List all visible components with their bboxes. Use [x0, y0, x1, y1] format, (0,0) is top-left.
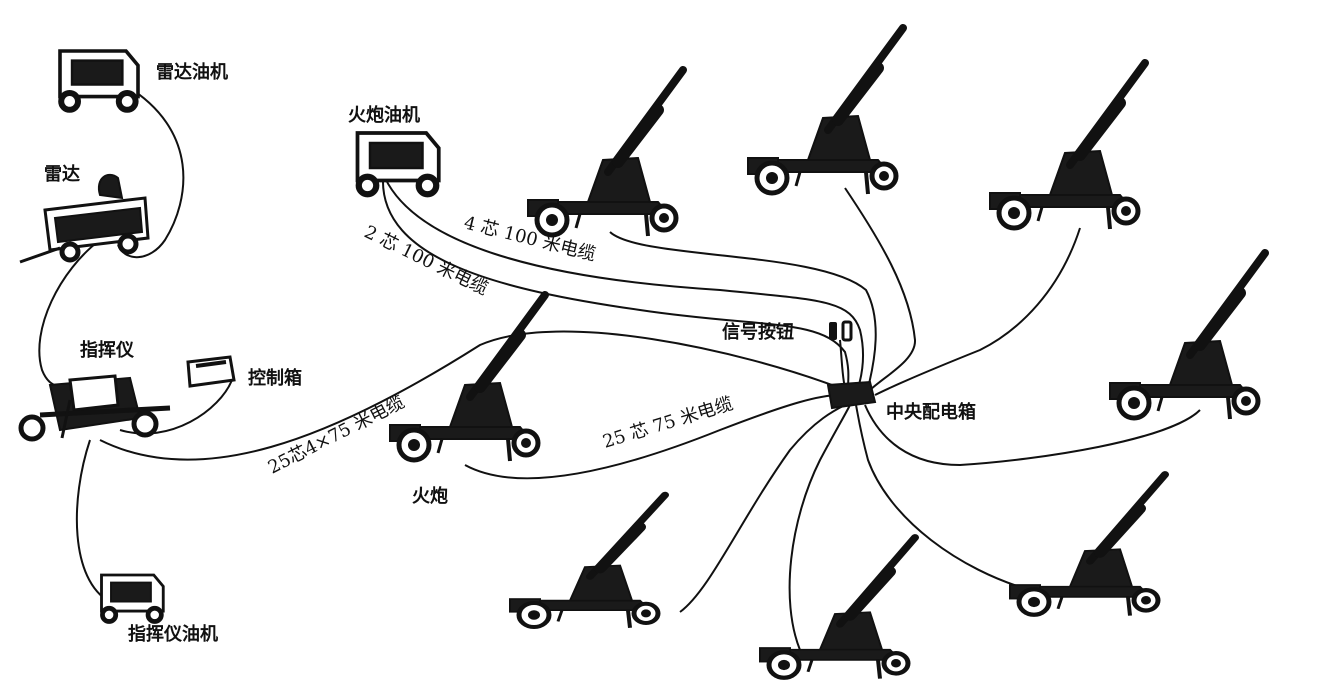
radar-generator — [60, 51, 138, 110]
signal-button — [829, 322, 851, 340]
label-director: 指挥仪 — [80, 339, 135, 361]
label-cable-twentyfive: 25 芯 75 米电缆 — [600, 393, 735, 453]
gun-right — [1110, 253, 1265, 419]
cable-gun-topmid — [845, 188, 915, 390]
gun-top-left — [528, 70, 683, 236]
label-director-generator: 指挥仪油机 — [128, 623, 218, 645]
cable-signal-button — [840, 340, 845, 388]
label-gun-generator: 火炮油机 — [348, 104, 420, 126]
fire-director — [21, 376, 170, 439]
gun-bottom-left — [510, 495, 665, 628]
radar-unit — [20, 175, 148, 262]
label-radar: 雷达 — [44, 163, 80, 185]
label-gun: 火炮 — [412, 485, 448, 507]
central-distribution-box — [828, 382, 875, 408]
label-cable-twentyfive-four: 25芯4×75 米电缆 — [265, 392, 408, 479]
gun-top-mid — [748, 28, 903, 194]
gun-bottom-right — [1010, 475, 1165, 616]
gun-top-right — [990, 63, 1145, 229]
gun-center — [390, 295, 545, 461]
label-control-box: 控制箱 — [248, 367, 302, 389]
label-radar-generator: 雷达油机 — [156, 61, 228, 83]
label-central-box: 中央配电箱 — [886, 401, 976, 423]
cable-radar-to-director — [39, 240, 100, 390]
control-box — [188, 357, 234, 386]
director-generator — [102, 575, 164, 622]
gun-bottom — [760, 538, 915, 679]
cable-gun-left — [610, 232, 876, 388]
gun-generator — [358, 133, 439, 194]
label-signal-button: 信号按钮 — [722, 321, 794, 343]
cable-gun-topright — [875, 228, 1080, 395]
